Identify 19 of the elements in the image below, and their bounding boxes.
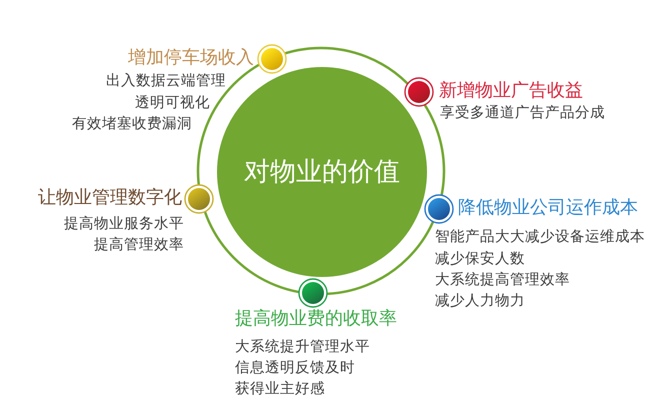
- benefit-text: 减少人力物力: [435, 292, 525, 310]
- center-title: 对物业的价值: [244, 156, 400, 188]
- benefit-text: 大系统提升管理水平: [235, 338, 370, 356]
- benefit-text: 有效堵塞收费漏洞: [72, 115, 192, 133]
- benefit-text: 减少保安人数: [435, 250, 525, 268]
- item-heading: 新增物业广告收益: [439, 80, 583, 102]
- item-heading: 降低物业公司运作成本: [458, 197, 638, 219]
- benefit-text: 获得业主好感: [235, 380, 325, 398]
- benefit-text: 享受多通道广告产品分成: [440, 104, 605, 122]
- item-heading: 提高物业费的收取率: [235, 308, 397, 330]
- item-heading: 让物业管理数字化: [38, 187, 182, 209]
- benefit-text: 提高管理效率: [94, 236, 184, 254]
- benefit-text: 大系统提高管理效率: [435, 271, 570, 289]
- benefit-text: 出入数据云端管理: [106, 72, 226, 90]
- item-heading: 增加停车场收入: [128, 47, 254, 69]
- benefit-text: 提高物业服务水平: [64, 215, 184, 233]
- benefit-text: 智能产品大大减少设备运维成本: [435, 228, 645, 246]
- benefit-text: 信息透明反馈及时: [235, 359, 355, 377]
- benefit-text: 透明可视化: [135, 94, 210, 112]
